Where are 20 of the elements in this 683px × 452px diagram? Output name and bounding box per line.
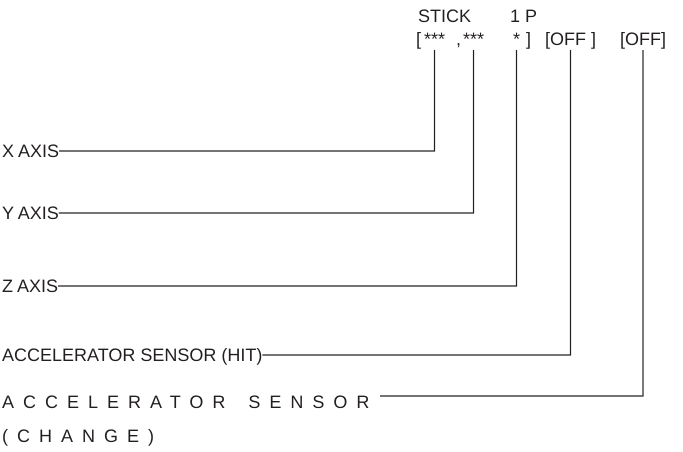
- value-field: ***: [463, 28, 484, 50]
- bracket-text: ]: [526, 28, 532, 50]
- sensor-label: ACCELERATOR SENSOR (CHANGE): [2, 385, 380, 452]
- separator-text: ,: [456, 28, 462, 50]
- leader-line: [59, 50, 436, 152]
- leader-line: [380, 50, 644, 397]
- axis-label: Y AXIS: [2, 202, 59, 224]
- bracket-text: [: [416, 28, 422, 50]
- leader-line: [262, 50, 572, 356]
- leader-line: [58, 50, 518, 287]
- player-text: 1 P: [510, 5, 538, 27]
- axis-label: Z AXIS: [2, 275, 58, 297]
- leader-line: [58, 50, 474, 214]
- value-field: ***: [424, 28, 446, 50]
- status-field: [OFF]: [620, 28, 666, 50]
- status-field: [OFF ]: [545, 28, 596, 50]
- sensor-label: ACCELERATOR SENSOR (HIT): [2, 344, 262, 366]
- axis-label: X AXIS: [2, 140, 60, 162]
- value-field: *: [513, 28, 520, 50]
- heading-text: STICK: [418, 5, 472, 27]
